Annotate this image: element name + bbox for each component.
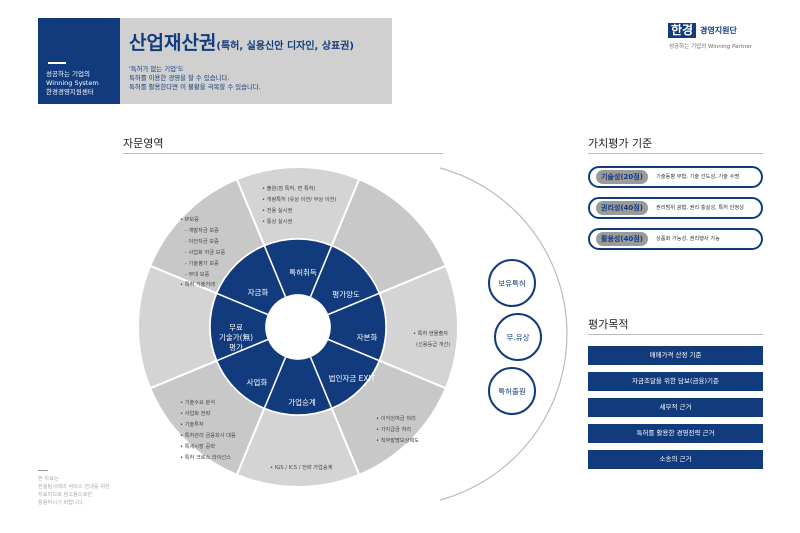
outer-text-line: • 사업화 전략 [180,409,210,417]
center-label-line: 기술가(無) [219,332,253,342]
criteria-tag: 활용성(40점) [596,232,648,246]
diagram-title: 자문영역 [123,137,164,150]
outer-text-line: • 이익잉여금 처리 [376,414,416,422]
outer-text-line: • IP보증 [180,216,199,223]
side-circle: 보유특허 [488,259,536,307]
inner-segment-label: 평가양도 [332,289,360,299]
inner-segment-label: 특허취득 [289,268,317,277]
brand-text: 성공하는 기업의 Winning System 한경경영지원센터 [46,70,99,97]
criteria-item: 활용성(40점) 상품화 가능성, 권리행사 가능 [588,228,763,250]
criteria-text: 상품화 가능성, 권리행사 가능 [656,236,720,242]
outer-text-line: • 특세시장 공략 [180,442,215,450]
title-sub: (특허, 실용신안 디자인, 상표권) [216,41,354,52]
outer-text-line: - 기술평가 보증 [185,259,219,267]
title-main: 산업재산권 [129,32,217,54]
logo-mark: 한경 [668,23,697,38]
outer-text-lower-right: • 이익잉여금 처리 • 가지급금 처리 • 직무발명보상제도 [376,414,419,444]
divider [588,153,763,154]
inner-segment-label: 가업승계 [288,397,316,407]
side-circle: 무.유상 [494,313,542,361]
connector-arc [439,167,568,501]
logo-name: 경영지원단 [700,26,737,35]
inner-segment-label: 자금화 [248,288,269,297]
outer-text-line: • 출원(점 특허, 면 특허) [262,184,316,192]
purpose-title: 평가목적 [588,318,629,331]
outer-text-bottom: • IGS / ICS / 전략 가업승계 [270,463,333,471]
criteria-text: 기술동향 부합, 기술 선도성, 기술 수명 [656,174,740,180]
criteria-text: 권리범위 광협, 권리 충실성, 특허 안정성 [656,205,744,211]
header-title-box: 산업재산권(특허, 실용신안 디자인, 상표권) '특허가 없는 기업'도 특허… [120,18,392,104]
outer-text-line: - 사업화 자금 보증 [185,248,225,256]
inner-segment-label: 자본화 [357,333,378,342]
footnote: 본 자료는 컨설팅사례의 서비스 안내를 위한 자료이므로 참고용으로만 활용하… [38,475,110,507]
side-circle-label: 무.유상 [506,332,529,342]
divider [48,62,66,64]
divider [123,153,443,154]
logo-tagline: 성공하는 기업의 Winning Partner [669,44,752,50]
criteria-item: 기술성(20점) 기술동향 부합, 기술 선도성, 기술 수명 [588,166,763,188]
brand-line: Winning System [46,79,99,87]
desc-line: 특허를 이용한 경영을 할 수 있습니다. [129,74,230,82]
criteria-title: 가치평가 기준 [588,137,653,150]
inner-ring [209,238,387,416]
outer-text-top: • 출원(점 특허, 면 특허) • 개량특허 (유상 이전/ 무상 이전) •… [262,184,336,225]
side-circle: 특허출원 [488,367,536,415]
footnote-line: 컨설팅사례의 서비스 안내를 위한 [38,484,110,490]
outer-text-line: - 무대 보증 [185,270,209,278]
brand-line: 한경경영지원센터 [46,88,94,96]
side-circle-label: 특허출원 [498,386,526,396]
center-label-line: 평가 [229,342,243,352]
outer-text-line: • 특허 크로스 라이선스 [180,453,231,461]
outer-text-line: • 특허관리 금융회사 대응 [180,431,236,439]
outer-text-line: • 기술수요 분석 [180,398,215,406]
purpose-item: 특허를 활용한 경영전략 근거 [588,424,763,443]
center-hole [266,295,330,359]
outer-text-line: • 직무발명보상제도 [376,436,419,444]
criteria-tag: 기술성(20점) [596,170,648,184]
outer-text-line: • 가지급금 처리 [376,425,411,433]
criteria-tag: 권리성(40점) [596,201,648,215]
outer-text-line: • 개량특허 (유상 이전/ 무상 이전) [262,195,336,203]
inner-segment-label: 법인자금 EXIT [329,373,376,383]
page-description: '특허가 없는 기업'도 특허를 이용한 경영을 할 수 있습니다. 특허를 활… [129,65,261,92]
inner-segment-label-line: 법인자금 EXIT [329,373,376,383]
purpose-item: 소송의 근거 [588,450,763,469]
outer-text-line: - 개발자금 보증 [185,226,219,234]
divider [38,470,48,471]
footnote-line: 활용하시기 바랍니다. [38,500,85,506]
divider [588,334,763,335]
desc-line: 특허를 활용한다면 이 불황을 극복할 수 있습니다. [129,83,261,91]
outer-text-line: • 특허 기술거래 [180,280,215,288]
outer-text-upper-left: • IP보증 - 개발자금 보증 - 이전자금 보증 - 사업화 자금 보증 -… [180,216,225,288]
purpose-item: 자금조달을 위한 담보(금융)기준 [588,372,763,391]
side-circle-label: 보유특허 [498,279,526,288]
criteria-item: 권리성(40점) 권리범위 광협, 권리 충실성, 특허 안정성 [588,197,763,219]
outer-text-line: • 통상 실시권 [262,217,292,225]
footnote-line: 자료이므로 참고용으로만 [38,492,93,498]
outer-text-line: • IGS / ICS / 전략 가업승계 [270,463,333,471]
header-brand-box: 성공하는 기업의 Winning System 한경경영지원센터 [38,18,120,104]
outer-text-line: • 기술투자 [180,420,204,428]
page-title: 산업재산권(특허, 실용신안 디자인, 상표권) [129,28,354,55]
outer-text-line: (신용등급 개선) [416,340,450,348]
outer-text-right: • 특허 현물출자 (신용등급 개선) [413,329,450,348]
purpose-item: 세무적 근거 [588,398,763,417]
outer-text-line: • 전용 실시권 [262,206,292,214]
outer-text-line: - 이전자금 보증 [185,237,219,245]
brand-line: 성공하는 기업의 [46,70,90,78]
outer-text-lower-left: • 기술수요 분석 • 사업화 전략 • 기술투자 • 특허관리 금융회사 대응… [180,398,236,461]
desc-line: '특허가 없는 기업'도 [129,65,184,73]
footnote-line: 본 자료는 [38,476,59,482]
purpose-item: 매매가격 산정 기준 [588,346,763,365]
center-label-line: 무료 [229,323,243,332]
outer-text-line: • 특허 현물출자 [413,329,448,337]
inner-segment-label: 사업화 [247,378,268,387]
